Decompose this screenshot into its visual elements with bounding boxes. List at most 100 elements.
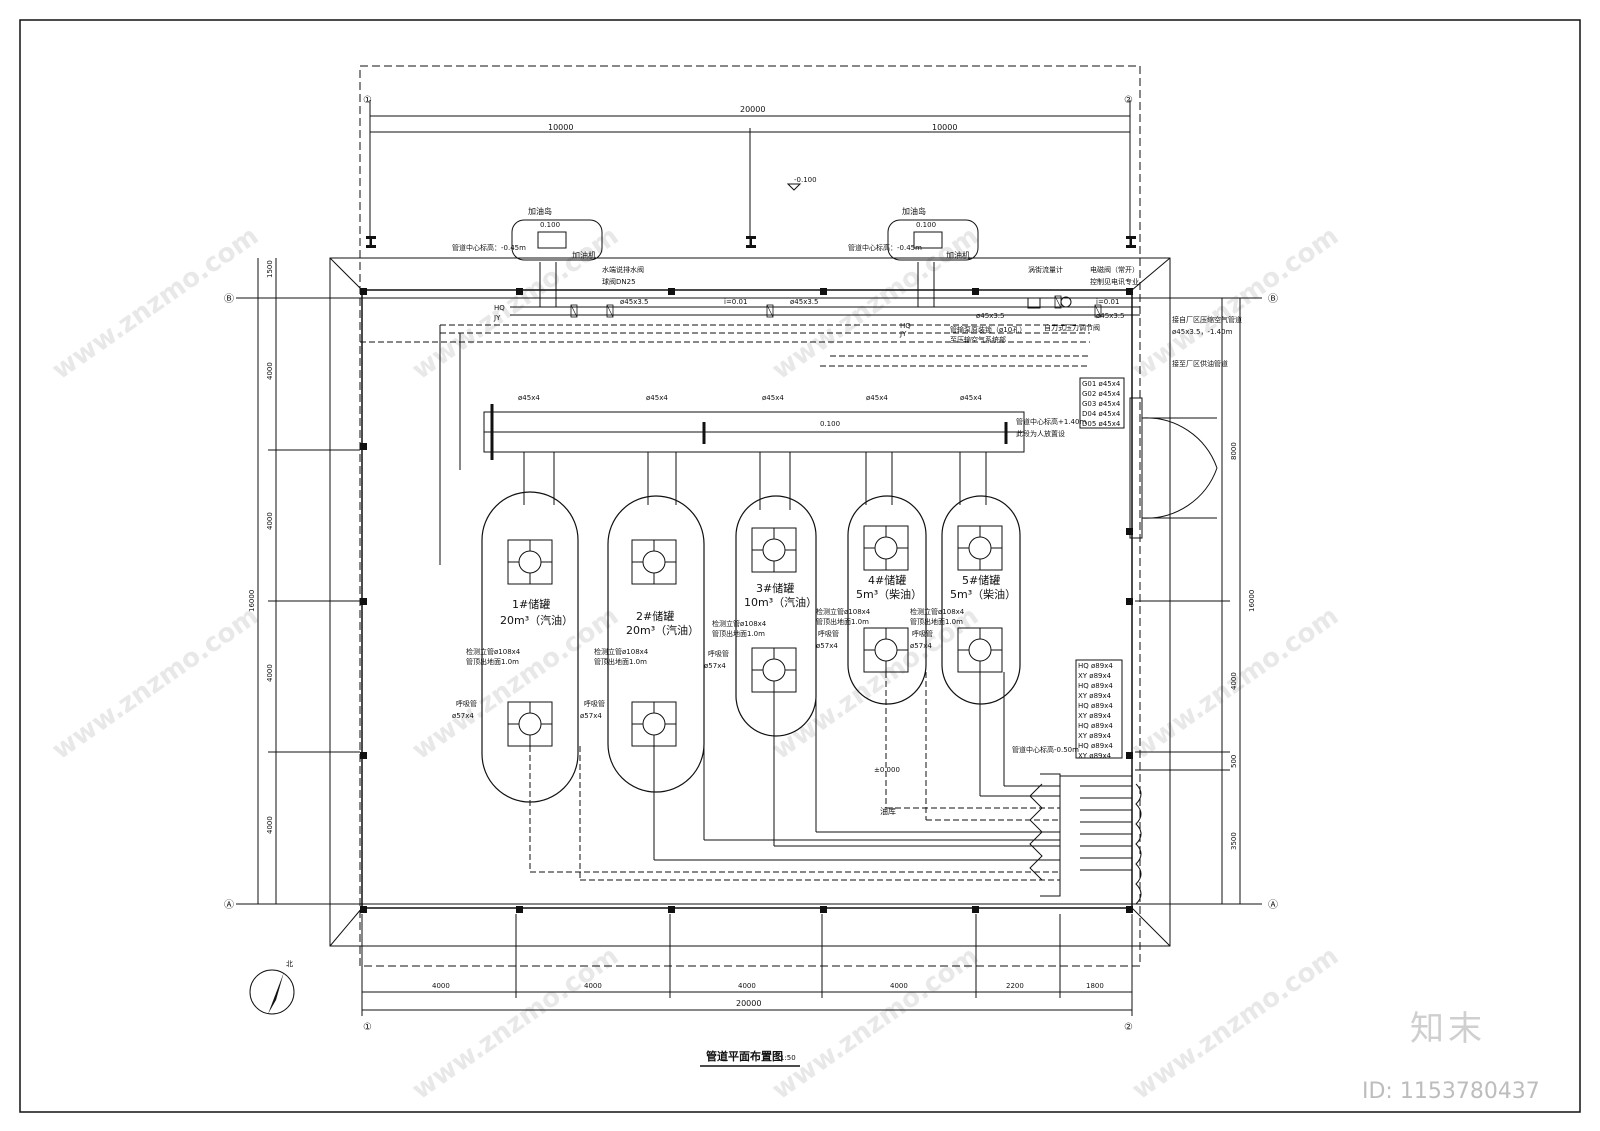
- manifold-note: 管道中心标高+1.40m: [1016, 417, 1086, 426]
- island-label: 加油岛: [528, 206, 552, 216]
- axis-A-right: Ⓐ: [1268, 899, 1278, 911]
- tank-vent: 呼吸管: [708, 649, 729, 658]
- manifold: [483, 404, 1025, 460]
- dim-top-left: 10000: [548, 123, 573, 132]
- fuel-island-left: 加油岛 0.100 加油机 管道中心标高：-0.45m: [452, 206, 603, 261]
- dim-bottom-4: 4000: [890, 982, 908, 990]
- right-list-top: G01 ø45x4 G02 ø45x4 G03 ø45x4 D04 ø45x4 …: [1079, 377, 1125, 429]
- right-dimensions: [1135, 298, 1241, 904]
- tank-name: 1#储罐: [512, 597, 550, 611]
- dim-left-4: 4000: [266, 664, 274, 682]
- tank-vent-spec: ø57x4: [816, 642, 838, 650]
- tank-riser-2: 管顶出地面1.0m: [594, 657, 647, 666]
- label-vapor: 至压输空气系统部: [950, 335, 1006, 344]
- right-list-bottom: HQ ø89x4 XY ø89x4 HQ ø89x4 XY ø89x4 HQ ø…: [1075, 659, 1123, 760]
- tank-name: 5#储罐: [962, 573, 1000, 587]
- dim-bottom-total: 20000: [736, 999, 761, 1008]
- watermark-layer: www.znzmo.com www.znzmo.com www.znzmo.co…: [47, 221, 1344, 1106]
- dim-right-3: 500: [1230, 755, 1238, 768]
- label-main-spec-2: ø45x3.5: [790, 298, 818, 306]
- dim-left-5: 4000: [266, 816, 274, 834]
- label-compressed-air-spec: ø45x3.5，-1.40m: [1172, 328, 1233, 336]
- tank-riser-2: 管顶出地面1.0m: [816, 617, 869, 626]
- tank-riser-2: 管顶出地面1.0m: [910, 617, 963, 626]
- axis-markers: ① ② ① ② Ⓑ Ⓑ Ⓐ Ⓐ: [224, 95, 1278, 1033]
- list-item: HQ ø89x4: [1078, 682, 1113, 690]
- dim-bottom-2: 4000: [584, 982, 602, 990]
- return-lines: [529, 672, 1132, 897]
- label-slope: i=0.01: [724, 298, 747, 306]
- tank-riser-2: 管顶出地面1.0m: [712, 629, 765, 638]
- list-item: HQ ø89x4: [1078, 662, 1113, 670]
- axis-lines: [236, 297, 1262, 905]
- list-item: XY ø89x4: [1078, 672, 1112, 680]
- title-scale: 1:50: [780, 1054, 796, 1062]
- sheet-border: [19, 19, 1581, 1113]
- list-item: XY ø89x4: [1078, 732, 1112, 740]
- tank-1: 1#储罐 20m³（汽油） 检测立管ø108x4 管顶出地面1.0m 呼吸管 ø…: [452, 491, 579, 803]
- brand-id: ID: 1153780437: [1362, 1079, 1540, 1104]
- list-item: G03 ø45x4: [1082, 400, 1121, 408]
- dim-top-total: 20000: [740, 105, 765, 114]
- brand-logo: 知末: [1410, 1009, 1486, 1049]
- tank-name: 2#储罐: [636, 609, 674, 623]
- label-compressed-air: 接自厂区压缩空气管道: [1172, 315, 1242, 324]
- label-filter: 管输泵原装锁（ø10孔）: [950, 325, 1026, 334]
- tank-volume: 10m³（汽油）: [744, 595, 817, 609]
- branch-spec: ø45x4: [762, 394, 784, 402]
- list-item: XY ø89x4: [1078, 692, 1112, 700]
- dim-bottom-1: 4000: [432, 982, 450, 990]
- axis-A-left: Ⓐ: [224, 899, 234, 911]
- door: [1129, 397, 1218, 539]
- label-solenoid-note: 控制见电讯专业: [1090, 277, 1139, 286]
- tank-volume: 5m³（柴油）: [856, 587, 922, 601]
- tank-volume: 5m³（柴油）: [950, 587, 1016, 601]
- label-ball-valve: 球阀DN25: [602, 277, 636, 286]
- axis-2-top: ②: [1124, 95, 1133, 106]
- tank-vent: 呼吸管: [912, 629, 933, 638]
- list-item: XY ø89x4: [1078, 712, 1112, 720]
- dim-left-2: 4000: [266, 362, 274, 380]
- tank-riser: 检测立管ø108x4: [712, 619, 767, 628]
- label-main-spec: ø45x3.5: [620, 298, 648, 306]
- floor-elev: ±0.000: [874, 766, 900, 774]
- tank-riser: 检测立管ø108x4: [816, 607, 871, 616]
- tank-vent-spec: ø57x4: [580, 712, 602, 720]
- north-label: 北: [286, 960, 293, 968]
- list-item: HQ ø89x4: [1078, 702, 1113, 710]
- left-dimensions: [257, 258, 360, 905]
- tank-vent-spec: ø57x4: [704, 662, 726, 670]
- label-pressure-valve: 自力式压力调节阀: [1044, 323, 1100, 332]
- top-dimensions: [369, 100, 1131, 248]
- tank-vent-spec: ø57x4: [452, 712, 474, 720]
- tank-vent: 呼吸管: [456, 699, 477, 708]
- drawing-title: 管道平面布置图 1:50: [700, 1049, 800, 1067]
- north-arrow: 北: [249, 960, 295, 1015]
- label-drain-valve: 水端说排水阀: [602, 265, 644, 274]
- exit-pipes: [1029, 783, 1142, 905]
- tank-vent-spec: ø57x4: [910, 642, 932, 650]
- tank-vent: 呼吸管: [584, 699, 605, 708]
- dim-right-2: 4000: [1230, 672, 1238, 690]
- tank-vent: 呼吸管: [818, 629, 839, 638]
- main-line-valves: [570, 295, 1102, 318]
- dim-left-total: 16000: [248, 590, 256, 612]
- list-item: D05 ø45x4: [1082, 420, 1121, 428]
- list-item: XY ø89x4: [1078, 752, 1112, 760]
- label-main-spec-3: ø45x3.5: [976, 312, 1004, 320]
- axis-B-right: Ⓑ: [1268, 293, 1278, 305]
- island-elev: 0.100: [540, 221, 560, 229]
- main-pipes: [360, 262, 1140, 565]
- dispenser-note: 管道中心标高：-0.45m: [848, 243, 922, 252]
- manifold-note-2: 此段为人放置设: [1016, 429, 1065, 438]
- axis-B-left: Ⓑ: [224, 293, 234, 305]
- label-solenoid: 电磁阀（常开）: [1090, 265, 1139, 274]
- dim-bottom-5: 2200: [1006, 982, 1024, 990]
- columns: [360, 288, 1133, 913]
- branch-spec: ø45x4: [646, 394, 668, 402]
- oil-trench-label: 油库: [880, 806, 896, 816]
- dispenser-note: 管道中心标高：-0.45m: [452, 243, 526, 252]
- tank-riser: 检测立管ø108x4: [910, 607, 965, 616]
- manifold-branch-labels: ø45x4 ø45x4 ø45x4 ø45x4 ø45x4: [518, 394, 982, 402]
- watermark-text: www.znzmo.com: [1127, 221, 1344, 386]
